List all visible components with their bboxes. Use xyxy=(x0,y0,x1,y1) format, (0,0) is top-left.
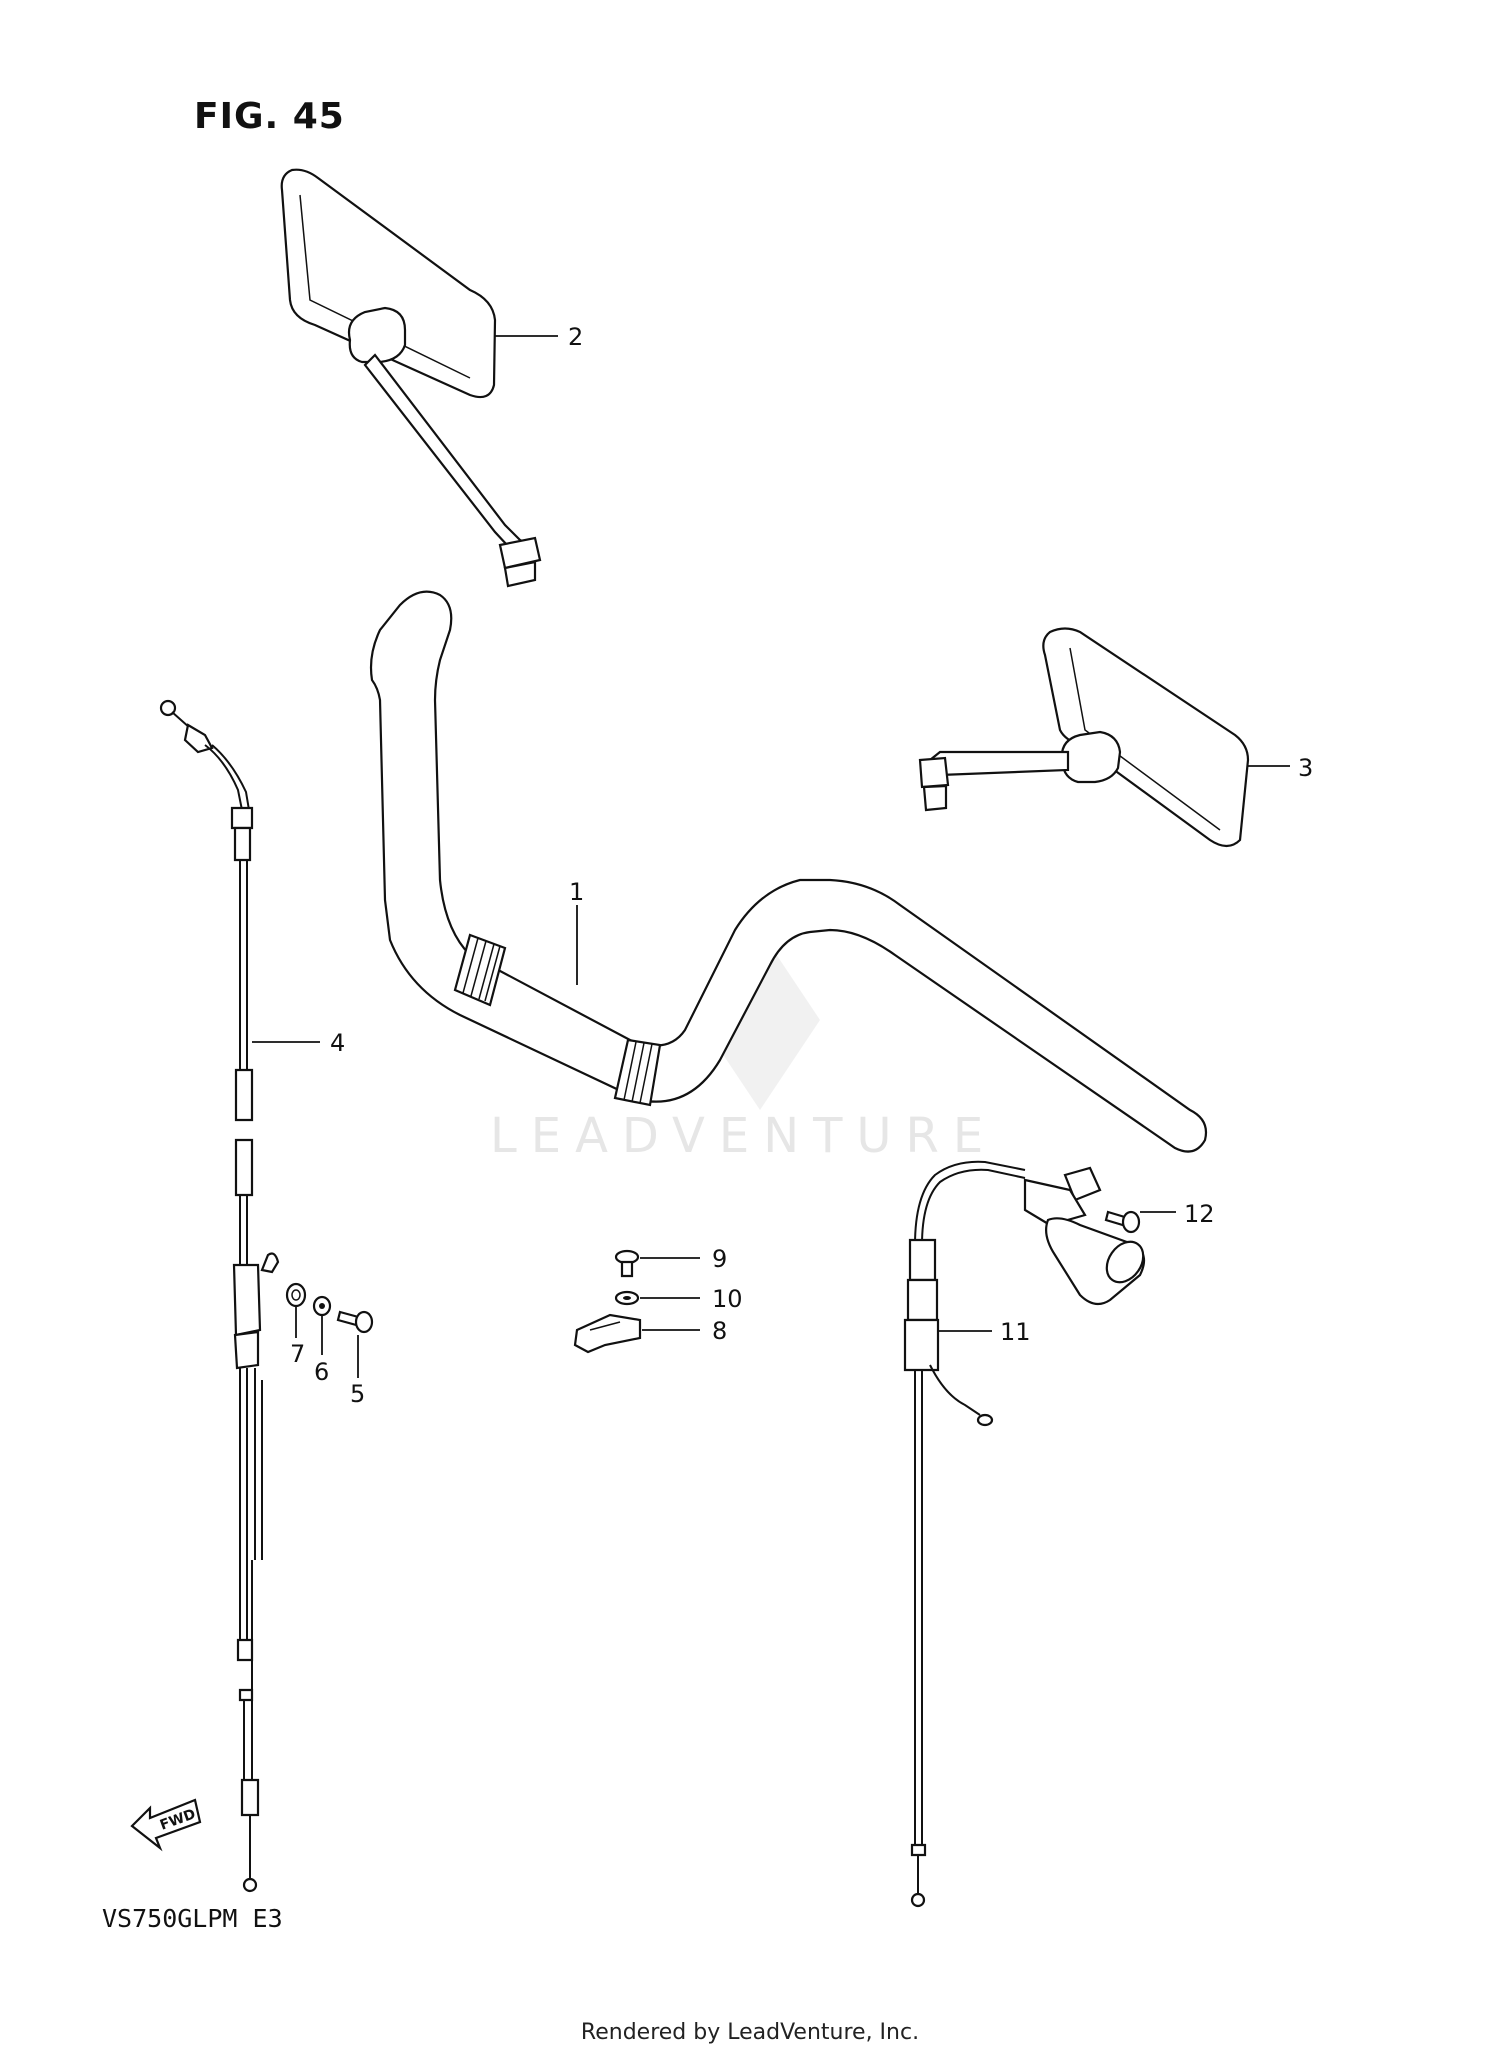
footer-credit: Rendered by LeadVenture, Inc. xyxy=(580,2020,920,2045)
callout-9: 9 xyxy=(712,1245,727,1273)
throttle-cable xyxy=(159,699,280,1893)
right-mirror xyxy=(918,627,1250,848)
left-mirror xyxy=(280,168,542,588)
fwd-arrow-icon: FWD xyxy=(130,1798,202,1852)
callout-3: 3 xyxy=(1298,754,1313,782)
washer-part-7 xyxy=(285,1282,307,1308)
leader-lines xyxy=(252,335,1290,1378)
choke-knob xyxy=(1023,1166,1146,1306)
callout-4: 4 xyxy=(330,1029,345,1057)
screw-part-5 xyxy=(336,1310,374,1334)
callout-10: 10 xyxy=(712,1285,743,1313)
callout-1: 1 xyxy=(569,878,584,906)
washer-part-6 xyxy=(312,1295,332,1317)
screw-part-12 xyxy=(1104,1210,1141,1234)
callout-7: 7 xyxy=(290,1340,305,1368)
handlebar xyxy=(369,590,1208,1153)
choke-cable xyxy=(903,1160,1026,1908)
washer-part-10 xyxy=(614,1290,640,1306)
callout-12: 12 xyxy=(1184,1200,1215,1228)
callout-11: 11 xyxy=(1000,1318,1031,1346)
handlebar-knurl-right xyxy=(613,1038,662,1107)
callout-6: 6 xyxy=(314,1358,329,1386)
callout-2: 2 xyxy=(568,323,583,351)
screw-part-9 xyxy=(614,1249,640,1278)
model-code: VS750GLPM E3 xyxy=(102,1904,283,1933)
callout-5: 5 xyxy=(350,1380,365,1408)
watermark: LEADVENTURE xyxy=(490,1108,998,1164)
fig-title: FIG. 45 xyxy=(194,96,345,137)
clamp-part-8 xyxy=(573,1313,642,1354)
handlebar-knurl-left xyxy=(453,933,507,1007)
callout-labels: 2 3 1 4 5 6 7 8 9 10 11 12 xyxy=(290,323,1313,1408)
callout-8: 8 xyxy=(712,1317,727,1345)
